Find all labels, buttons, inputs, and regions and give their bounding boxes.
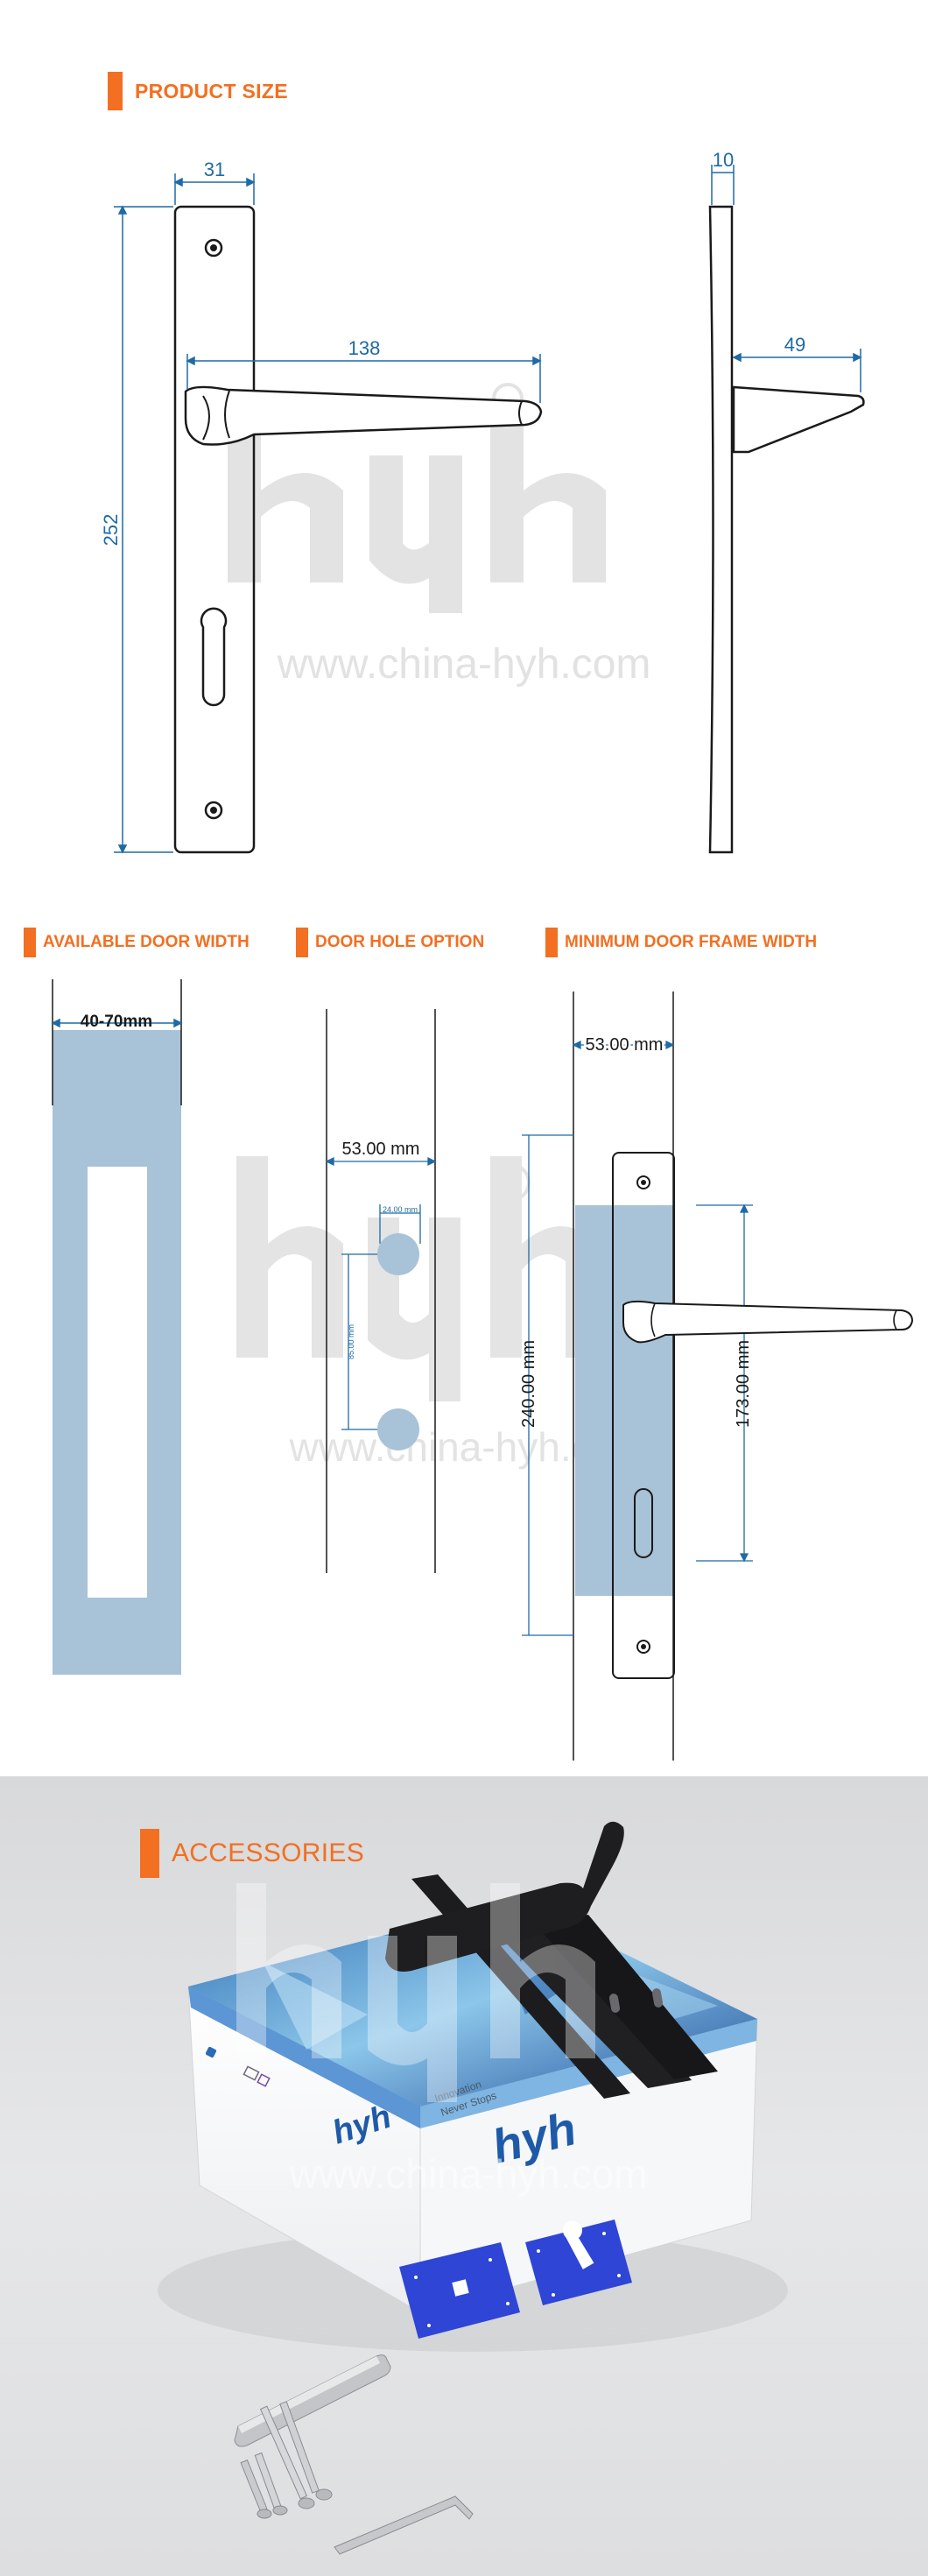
allen-key — [334, 2495, 474, 2555]
door-width-heading: AVAILABLE DOOR WIDTH — [24, 928, 250, 957]
door-hole-heading: DOOR HOLE OPTION — [296, 928, 484, 957]
accessories-scene: hyh Innovation Never Stops hyh www.china… — [158, 1821, 788, 2555]
strike-template-right — [525, 2220, 632, 2305]
accessories-section: ACCESSORIES — [0, 1776, 928, 2576]
door-diagrams: www.china-hyh.com 40-70mm 53.00 mm 24.00… — [51, 979, 914, 1761]
accessory-lever-handle — [385, 1821, 624, 1973]
frame-center: 173.00 mm — [734, 1340, 753, 1428]
watermark-url-text: www.china-hyh.com — [288, 2151, 647, 2197]
heading-accent-bar — [108, 72, 123, 110]
hyh-watermark — [236, 1883, 595, 2102]
dim-handle-projection: 49 — [784, 334, 805, 356]
hole-center-distance: 85.00 mm — [347, 1324, 355, 1359]
heading-accent-bar — [545, 928, 558, 957]
door-hole-title: DOOR HOLE OPTION — [315, 933, 485, 951]
min-frame-heading: MINIMUM DOOR FRAME WIDTH — [545, 928, 817, 957]
cylinder-hole — [377, 1408, 419, 1450]
hole-diameter: 24.00 mm — [383, 1205, 418, 1214]
front-plate — [173, 205, 256, 854]
backplate-2 — [490, 1916, 692, 2088]
watermark-url-text: www.china-hyh.com — [277, 641, 651, 688]
spindle-hole — [377, 1233, 419, 1275]
dim-plate-width: 31 — [204, 159, 225, 180]
door-width-range: 40-70mm — [81, 1013, 152, 1031]
accessories-title: ACCESSORIES — [172, 1838, 365, 1867]
dim-handle-length: 138 — [348, 337, 381, 359]
door-width-title: AVAILABLE DOOR WIDTH — [43, 933, 250, 951]
lever-handle — [184, 385, 543, 446]
frame-blue-block — [575, 1205, 674, 1596]
product-size-heading: PRODUCT SIZE — [108, 72, 288, 110]
euro-cylinder-hole — [200, 607, 228, 707]
frame-backset: 53.00 mm — [586, 1035, 664, 1055]
screws — [240, 2401, 333, 2519]
accessories-heading: ACCESSORIES — [140, 1829, 364, 1878]
side-plate — [708, 205, 734, 854]
dim-plate-height: 252 — [100, 514, 122, 547]
product-size-title: PRODUCT SIZE — [135, 79, 288, 102]
screw-hole-top — [204, 238, 223, 258]
heading-accent-bar — [24, 928, 36, 957]
product-size-drawing: www.china-hyh.com 31 138 252 10 49 — [100, 149, 865, 854]
frame-plate — [612, 1152, 675, 1679]
backplate-3 — [534, 1915, 718, 2079]
hyh-watermark — [228, 383, 606, 613]
door-width-opening — [88, 1167, 147, 1598]
side-handle — [732, 385, 865, 454]
hole-backset: 53.00 mm — [342, 1140, 420, 1159]
frame-lever-handle — [622, 1300, 914, 1344]
dim-side-depth: 10 — [713, 149, 734, 171]
heading-accent-bar — [140, 1829, 159, 1878]
heading-accent-bar — [296, 928, 308, 957]
hyh-watermark — [236, 1156, 597, 1401]
min-frame-title: MINIMUM DOOR FRAME WIDTH — [565, 933, 818, 951]
frame-height: 240.00 mm — [519, 1340, 538, 1428]
screw-hole-bottom — [204, 801, 223, 820]
